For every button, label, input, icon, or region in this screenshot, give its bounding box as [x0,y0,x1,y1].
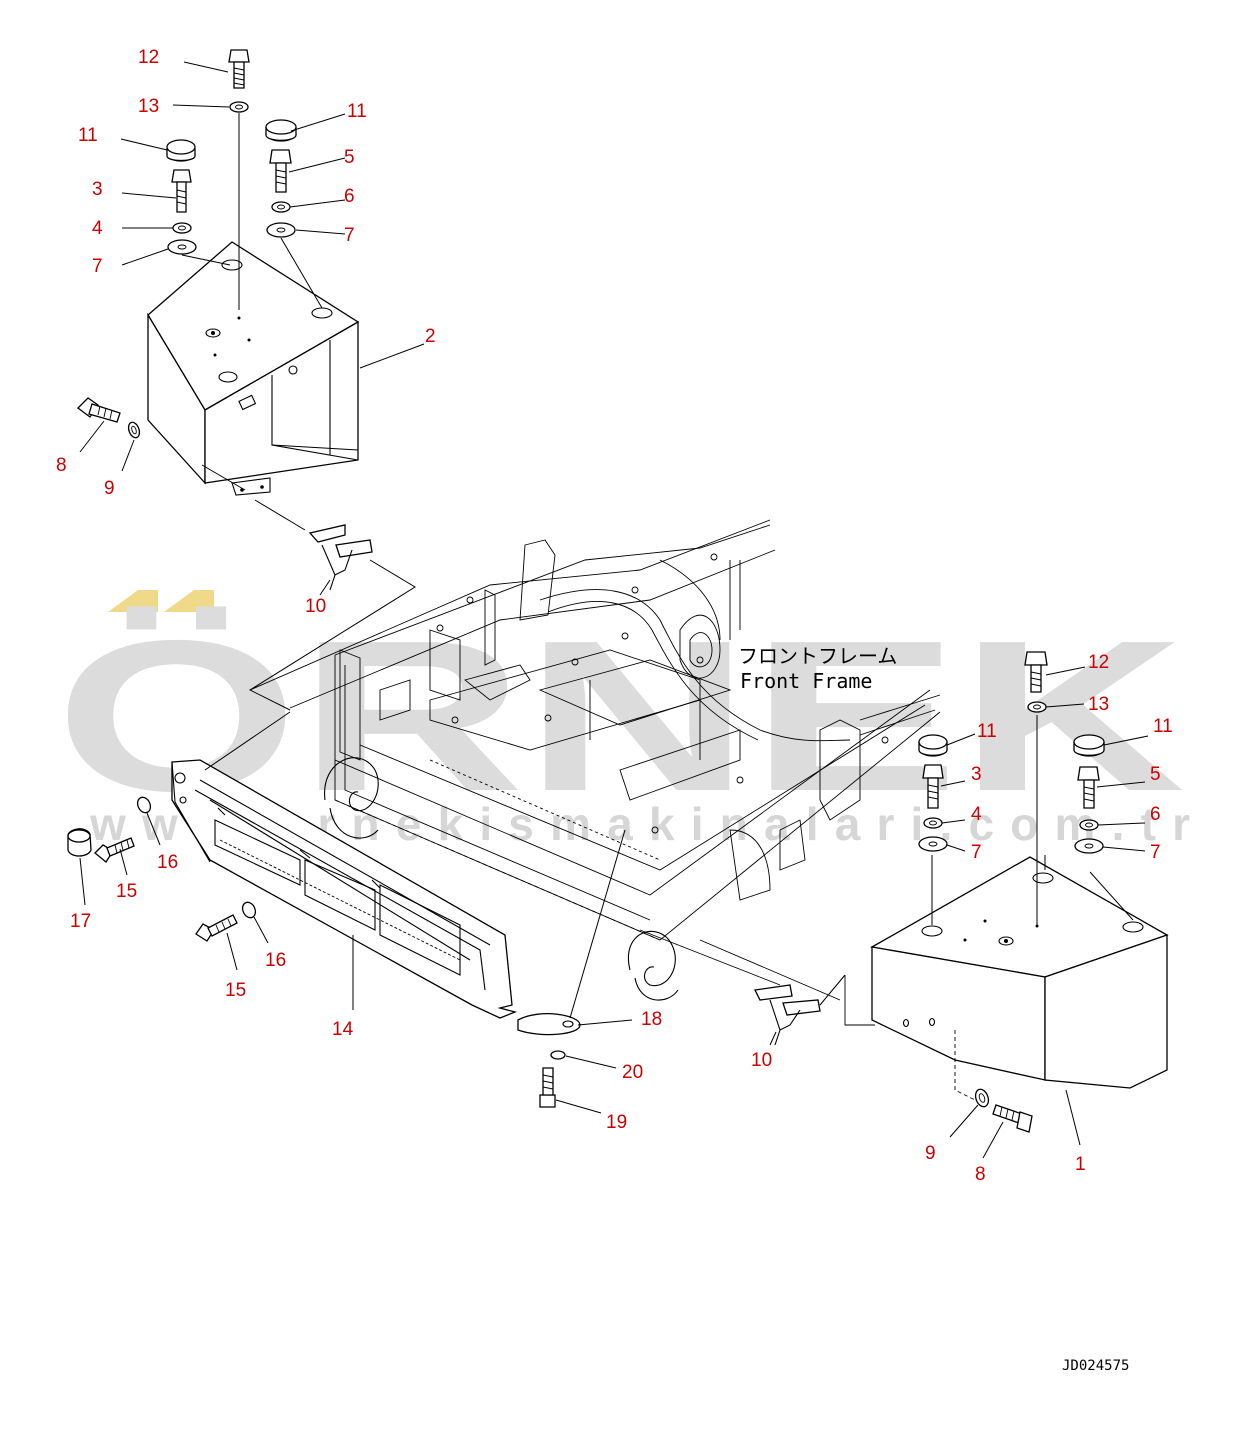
callout-2: 2 [425,326,436,347]
callout-8: 8 [975,1164,986,1185]
counterweight-left [147,241,360,496]
leader-lines [79,61,1149,1159]
counterweight-right [844,715,1169,1101]
callout-10: 10 [305,596,326,617]
callout-14: 14 [332,1019,354,1040]
callout-9: 9 [104,478,115,499]
callout-15: 15 [116,881,137,902]
callout-3: 3 [92,179,103,200]
pin-set-lower [754,974,846,1046]
callout-11: 11 [347,101,367,122]
callout-4: 4 [971,804,982,825]
callout-5: 5 [1150,764,1161,785]
callout-12: 12 [1088,652,1109,673]
callout-7: 7 [1150,842,1161,863]
fastener-bumper [67,796,257,942]
callout-7: 7 [92,256,103,277]
pin-set-upper [248,499,416,711]
callout-1: 1 [1075,1154,1086,1175]
callout-5: 5 [344,147,355,168]
callout-13: 13 [1088,694,1109,715]
callout-16: 16 [265,950,286,971]
callout-18: 18 [641,1009,662,1030]
callout-4: 4 [92,218,103,239]
callout-9: 9 [925,1143,936,1164]
callout-12: 12 [138,47,159,68]
callout-11: 11 [1153,716,1173,737]
callout-13: 13 [138,96,159,117]
callout-20: 20 [622,1062,643,1083]
front-frame: フロントフレーム Front Frame [249,519,941,1001]
callout-7: 7 [344,225,355,246]
frame-label-japanese: フロントフレーム [738,644,897,668]
callout-11: 11 [977,721,997,742]
center-plate [517,829,626,1108]
callout-19: 19 [606,1112,627,1133]
callout-8: 8 [56,455,67,476]
callout-15: 15 [225,980,246,1001]
callout-16: 16 [157,852,178,873]
drawing-code: JD024575 [1062,1358,1129,1374]
callout-11: 11 [78,125,98,146]
watermark-accent-right [164,590,214,612]
fastener-stack-left [77,49,323,439]
callout-10: 10 [751,1050,772,1071]
frame-label-english: Front Frame [740,669,872,693]
callout-17: 17 [70,911,91,932]
callout-3: 3 [971,764,982,785]
watermark-accent-left [108,590,158,612]
callout-7: 7 [971,842,982,863]
callout-6: 6 [344,186,355,207]
fastener-stack-right [918,651,1105,1133]
front-bumper [171,711,518,1019]
callout-numbers: 12 13 11 11 5 3 6 4 7 7 2 8 9 10 12 13 1… [56,47,1173,1185]
callout-6: 6 [1150,804,1161,825]
